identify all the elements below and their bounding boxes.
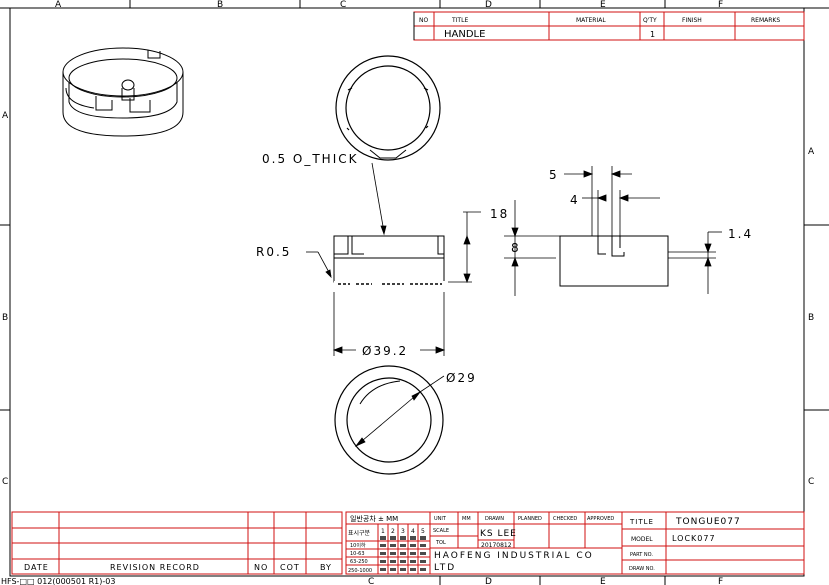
revision-by-label: BY (320, 563, 332, 572)
title-block: TITLE TONGUE077 MODEL LOCK077 PART NO. D… (621, 511, 805, 575)
tolerance-grade-5: 5 (421, 528, 425, 535)
parts-header-title: TITLE (451, 17, 468, 24)
unit-label: UNIT (434, 516, 447, 522)
height-dim: 8 (511, 241, 521, 255)
scale-label: SCALE (433, 528, 449, 534)
inner-diameter-dim: Ø29 (446, 371, 477, 385)
dimension-texts: 0.5 O_THICK R0.5 Ø39.2 Ø29 18 8 5 4 1.4 (256, 152, 753, 385)
tolerance-range-4: 250-1000 (348, 568, 372, 574)
planned-label: PLANNED (518, 516, 542, 522)
tolerance-row-label: 표시구분 (348, 530, 371, 537)
form-code: HFS-□□ 012(000501 R1)-03 (1, 577, 115, 585)
part-no-label: PART NO. (630, 552, 653, 558)
slot-depth-dim: 1.4 (728, 227, 753, 241)
zone-left-a: A (2, 111, 9, 121)
parts-list: NO TITLE MATERIAL Q'TY FINISH REMARKS HA… (413, 11, 805, 41)
drawing-no-label: DRAW NO. (629, 566, 655, 572)
parts-header-remarks: REMARKS (751, 17, 780, 24)
tolerance-block: 일반공차 ± MM 표시구분 1 2 3 4 5 10이하 10-63 63-2… (345, 511, 431, 575)
slot-width-5-dim: 5 (549, 168, 559, 182)
revision-no-label: NO (254, 563, 268, 572)
drafting-block: UNIT MM SCALE TOL DRAWN PLANNED CHECKED … (429, 511, 623, 575)
checked-label: CHECKED (553, 516, 577, 522)
tolerance-grade-2: 2 (391, 528, 395, 535)
tol-label: TOL (435, 540, 446, 546)
title-label: TITLE (629, 518, 654, 526)
drawn-by: KS LEE (480, 529, 517, 539)
tolerance-grade-3: 3 (401, 528, 405, 535)
parts-header-material: MATERIAL (576, 17, 606, 24)
model-value: LOCK077 (672, 534, 716, 543)
zone-right-b: B (808, 313, 814, 323)
zone-bottom-d: D (485, 577, 492, 585)
isometric-view (62, 47, 184, 137)
zone-left-b: B (2, 313, 8, 323)
revision-record-label: REVISION RECORD (110, 563, 200, 572)
unit-value: MM (462, 516, 471, 522)
bottom-view (334, 365, 444, 475)
tolerance-grade-4: 4 (411, 528, 415, 535)
tolerance-range-1: 10이하 (350, 542, 366, 549)
zone-bottom-c: C (368, 577, 374, 585)
zone-top-e: E (600, 0, 606, 10)
zone-bottom-e: E (600, 577, 606, 585)
parts-row-qty: 1 (650, 30, 655, 39)
parts-header-finish: FINISH (682, 17, 702, 24)
zone-top-c: C (340, 0, 346, 10)
zone-top-b: B (217, 0, 223, 10)
height-top-dim: 18 (490, 207, 509, 221)
title-value: TONGUE077 (675, 517, 741, 527)
tolerance-range-3: 63-250 (350, 559, 368, 565)
revision-labels: DATE REVISION RECORD NO COT BY (24, 563, 332, 572)
parts-header-qty: Q'TY (643, 17, 657, 24)
outer-diameter-dim: Ø39.2 (362, 344, 408, 358)
revision-date-label: DATE (24, 563, 49, 572)
zone-top-d: D (485, 0, 492, 10)
zone-left-c: C (2, 477, 8, 487)
thick-note: 0.5 O_THICK (262, 152, 358, 166)
top-view (335, 55, 441, 161)
side-view (559, 235, 669, 287)
parts-header-no: NO (419, 17, 428, 24)
model-label: MODEL (631, 536, 653, 543)
tolerance-range-2: 10-63 (350, 551, 365, 557)
parts-row-title: HANDLE (444, 29, 485, 40)
zone-right-c: C (808, 477, 814, 487)
company-line-1: HAOFENG INDUSTRIAL CO (434, 551, 594, 561)
revision-cot-label: COT (280, 563, 300, 572)
drawn-label: DRAWN (485, 516, 504, 522)
radius-dim: R0.5 (256, 245, 291, 259)
zone-right-a: A (808, 147, 815, 157)
revision-table (11, 511, 343, 575)
tolerance-grade-1: 1 (381, 528, 385, 535)
front-view (333, 235, 474, 289)
company-line-2: LTD (434, 563, 456, 573)
zone-top-f: F (718, 0, 723, 10)
approved-label: APPROVED (587, 516, 614, 522)
dimension-lines (306, 162, 722, 447)
zone-top-a: A (55, 0, 62, 10)
drawn-date: 20170812 (481, 542, 512, 549)
slot-width-4-dim: 4 (570, 193, 580, 207)
tolerance-heading: 일반공차 ± MM (350, 514, 398, 523)
zone-bottom-f: F (718, 577, 723, 585)
